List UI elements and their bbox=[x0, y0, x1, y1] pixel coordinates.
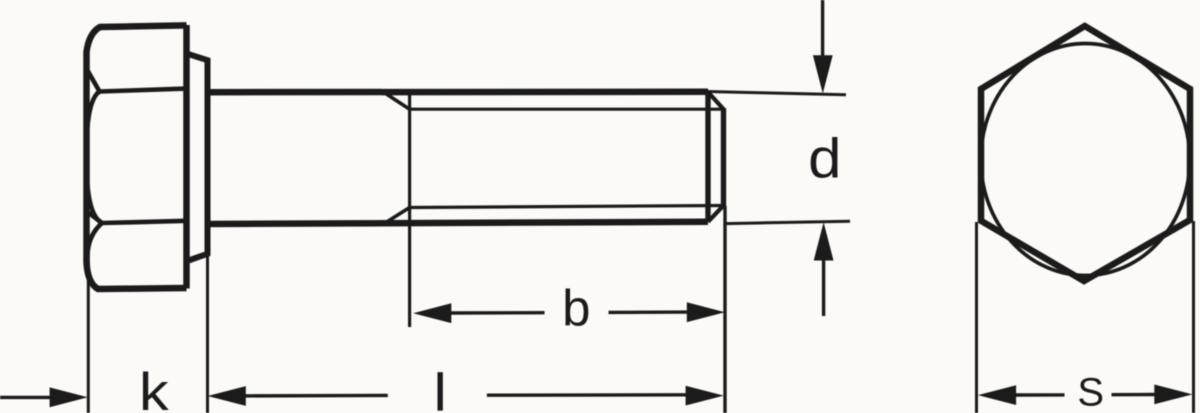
svg-text:k: k bbox=[139, 362, 170, 413]
svg-text:l: l bbox=[434, 364, 446, 413]
svg-text:d: d bbox=[808, 128, 841, 189]
svg-text:S: S bbox=[1077, 371, 1104, 413]
svg-text:b: b bbox=[562, 280, 590, 337]
